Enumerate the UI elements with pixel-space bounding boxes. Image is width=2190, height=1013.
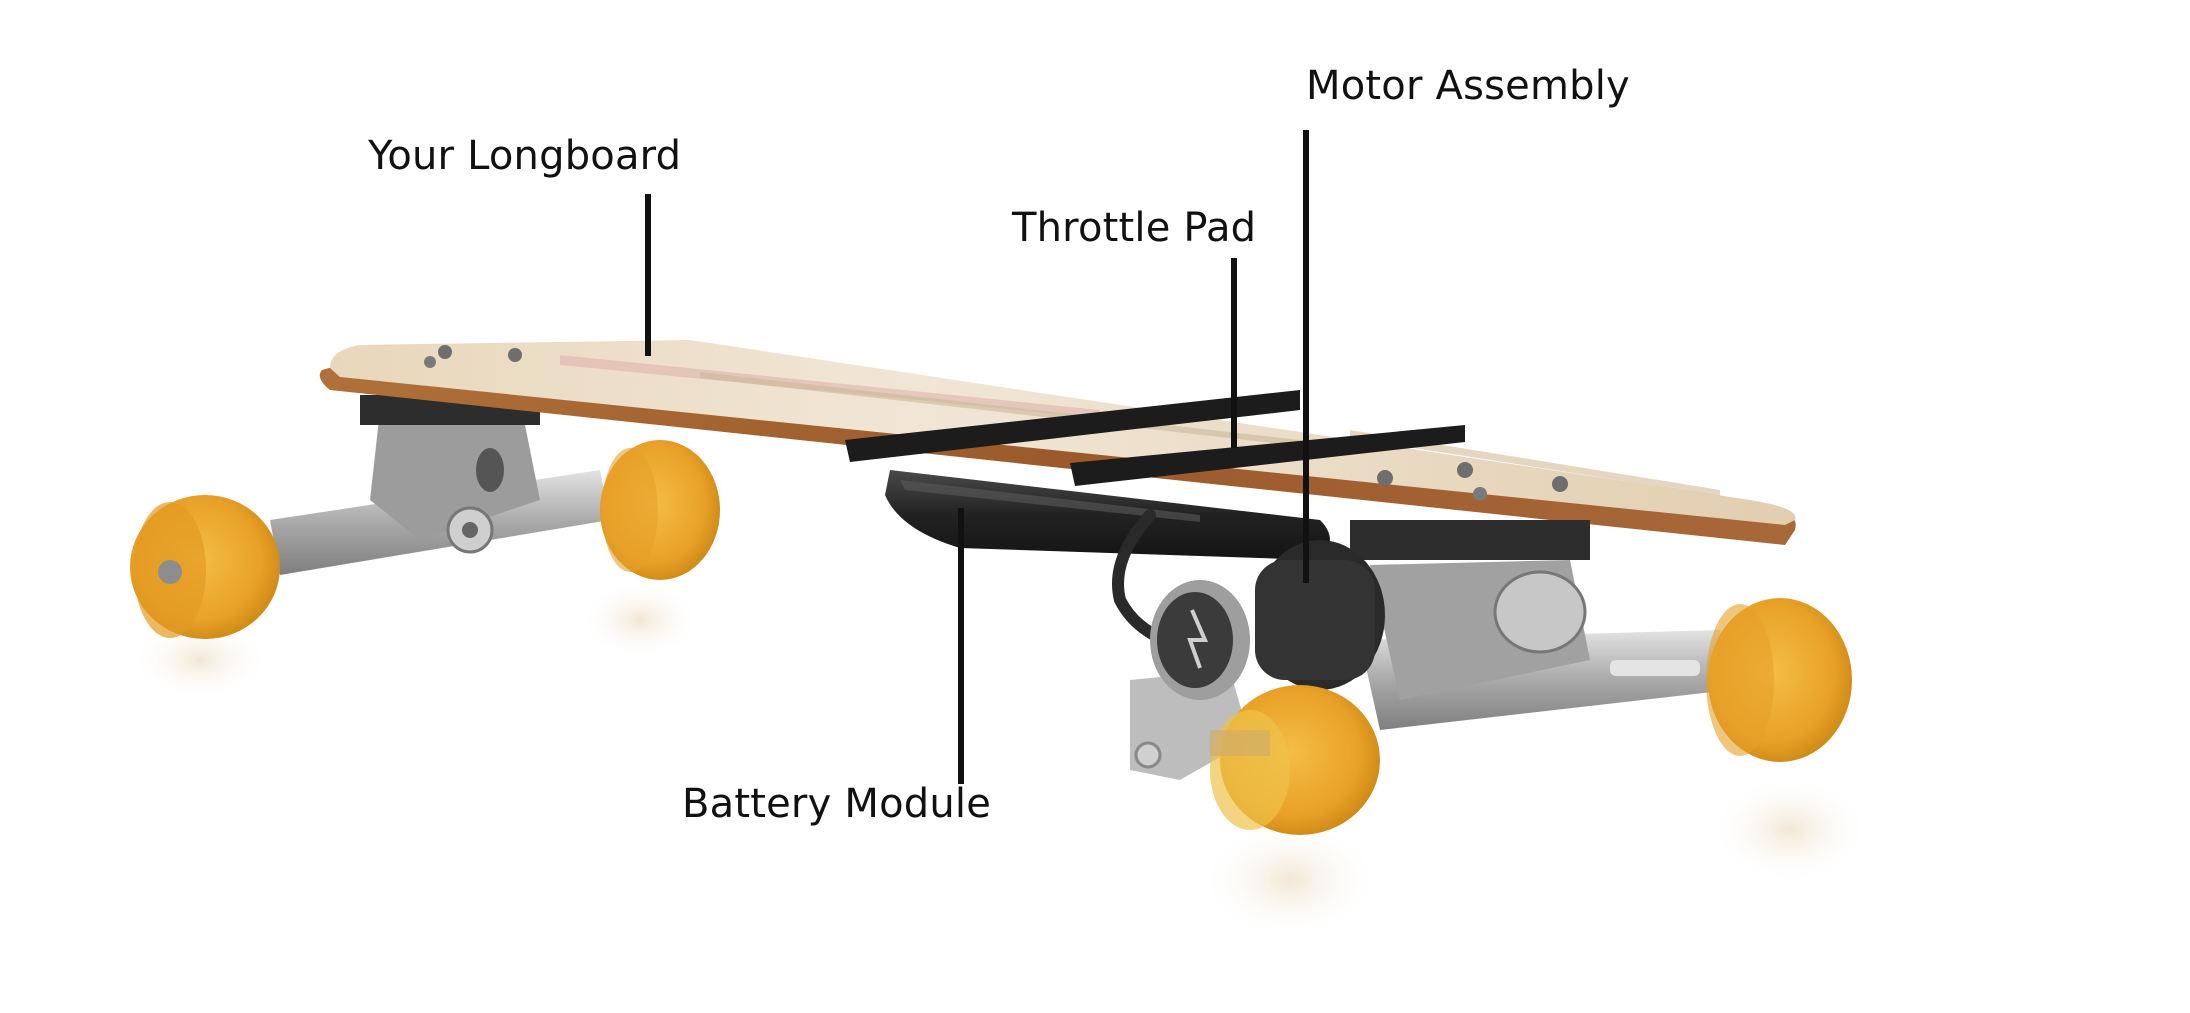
throttle-pad-straps [845,390,1465,486]
callout-leader-longboard [645,194,651,356]
front-truck [1350,520,1730,730]
front-right-wheel [1706,598,1852,762]
floor-reflection [130,580,1870,940]
callout-label-throttle-pad: Throttle Pad [1012,205,1257,251]
callout-label-battery-module: Battery Module [682,781,992,827]
callout-label-longboard: Your Longboard [368,133,682,179]
rear-truck [270,395,610,575]
battery-module [885,470,1330,560]
callout-leader-motor-assembly [1303,130,1309,583]
callout-leader-throttle-pad [1231,258,1237,448]
rear-right-wheel [600,440,720,580]
rear-left-wheel [130,495,280,639]
callout-label-motor-assembly: Motor Assembly [1306,63,1630,109]
callout-leader-battery-module [958,508,964,784]
front-left-wheel [1210,685,1380,835]
